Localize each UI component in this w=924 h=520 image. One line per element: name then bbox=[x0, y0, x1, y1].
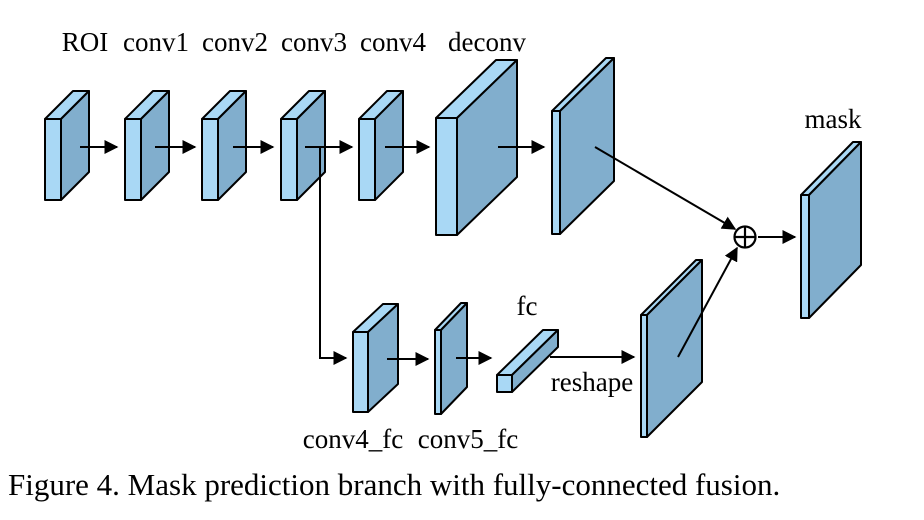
label-deconv: deconv bbox=[448, 27, 526, 57]
label-conv4: conv4 bbox=[360, 27, 426, 57]
conv2-box bbox=[201, 90, 247, 201]
roi-box bbox=[44, 90, 90, 201]
arrow-reshape-to-fusion bbox=[677, 246, 738, 358]
label-conv3: conv3 bbox=[281, 27, 347, 57]
reshape-output-box bbox=[640, 259, 703, 438]
mask-box bbox=[800, 141, 862, 319]
fusion-plus-icon bbox=[733, 225, 757, 249]
label-fc: fc bbox=[516, 291, 538, 321]
conv4-fc-box bbox=[352, 303, 399, 413]
arrow-conv3-branch-down bbox=[319, 148, 348, 365]
conv5-fc-box bbox=[434, 302, 468, 415]
deconv-box bbox=[435, 59, 518, 236]
arrow-deconv-output-to-fusion bbox=[594, 146, 737, 230]
label-roi: ROI bbox=[61, 27, 109, 57]
label-conv2: conv2 bbox=[202, 27, 268, 57]
deconv-output-box bbox=[551, 57, 615, 235]
label-mask: mask bbox=[804, 104, 862, 134]
conv3-box bbox=[280, 90, 326, 201]
figure-caption: Figure 4. Mask prediction branch with fu… bbox=[8, 467, 781, 502]
label-conv4-fc: conv4_fc bbox=[302, 424, 404, 454]
fc-vector-bar bbox=[496, 329, 559, 393]
conv4-box bbox=[358, 90, 404, 201]
label-reshape: reshape bbox=[550, 367, 634, 397]
label-conv5-fc: conv5_fc bbox=[417, 424, 519, 454]
conv1-box bbox=[124, 90, 170, 201]
label-conv1: conv1 bbox=[123, 27, 189, 57]
